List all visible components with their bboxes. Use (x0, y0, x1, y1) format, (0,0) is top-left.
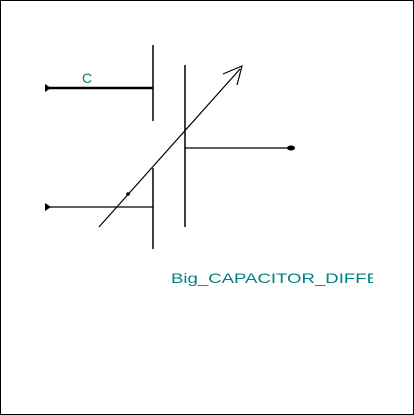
top-pin-marker (45, 84, 51, 92)
pin-label: C (82, 70, 92, 86)
output-terminal (287, 145, 295, 151)
arrow-junction-dot (126, 192, 130, 196)
variable-arrowhead (222, 64, 243, 86)
variable-arrow-line (98, 68, 241, 228)
bottom-pin-marker (45, 203, 51, 211)
component-name-label: Big_CAPACITOR_DIFFE (171, 270, 379, 286)
